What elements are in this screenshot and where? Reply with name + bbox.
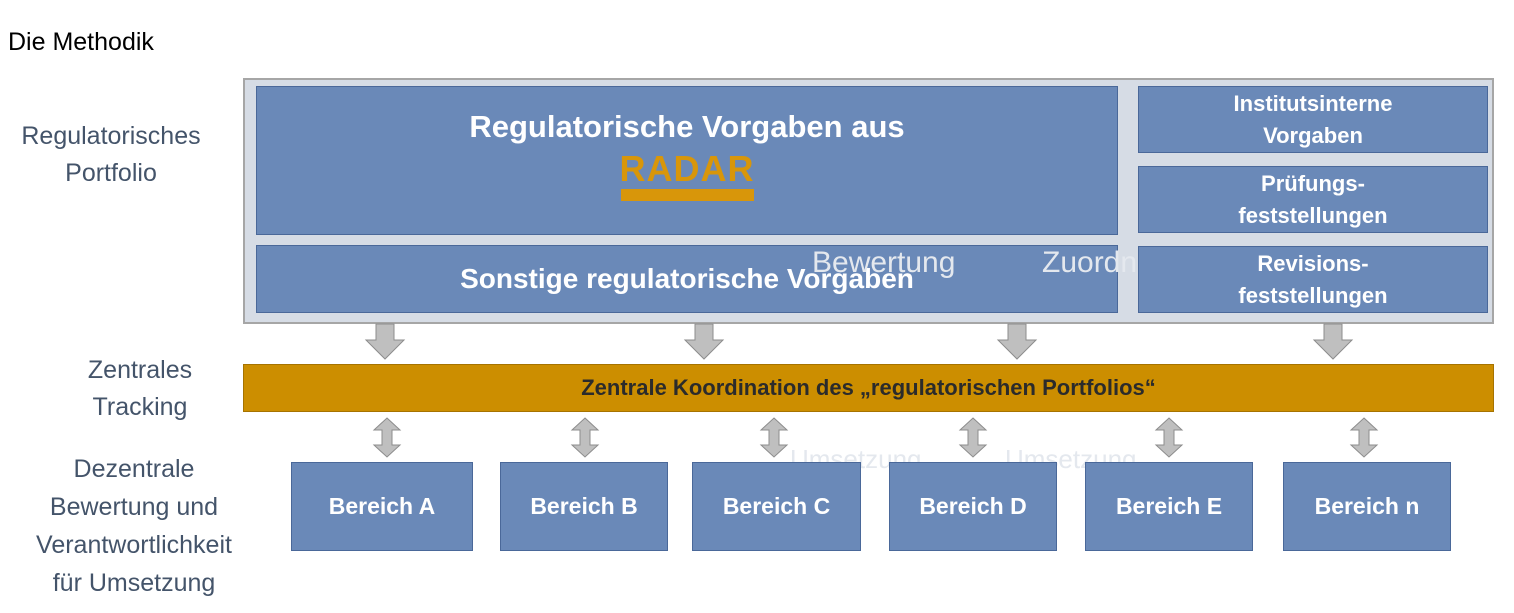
box-line: Prüfungs- [1261, 170, 1365, 196]
bereich-box-b: Bereich B [500, 462, 668, 551]
radar-box-text: Regulatorische Vorgaben aus [469, 108, 905, 144]
bereich-label: Bereich n [1314, 493, 1420, 519]
double-arrow-icon [1349, 417, 1379, 458]
double-arrow-icon [570, 417, 600, 458]
bereich-box-n: Bereich n [1283, 462, 1451, 551]
label-line: Verantwortlichkeit [36, 531, 232, 559]
radar-logo-underline [620, 188, 754, 201]
radar-logo-text: RADAR [619, 147, 755, 189]
label-line: Zentrales [87, 356, 193, 384]
bereich-box-e: Bereich E [1085, 462, 1253, 551]
bereich-box-d: Bereich D [889, 462, 1057, 551]
label-line: Portfolio [65, 159, 157, 187]
box-line: feststellungen [1238, 202, 1388, 228]
zentrale-koordination-band: Zentrale Koordination des „regulatorisch… [243, 364, 1494, 412]
double-arrow-icon [372, 417, 402, 458]
label-line: Tracking [92, 393, 188, 421]
bereich-label: Bereich C [722, 493, 831, 519]
bereich-label: Bereich E [1115, 493, 1223, 519]
label-line: Regulatorisches [21, 122, 201, 150]
double-arrow-icon [759, 417, 789, 458]
box-line: Revisions- [1257, 250, 1369, 276]
label-line: Dezentrale [73, 455, 195, 483]
box-line: Vorgaben [1263, 122, 1363, 148]
pruefungsfeststellungen-box: Prüfungs- feststellungen [1138, 166, 1488, 233]
box-line: feststellungen [1238, 282, 1388, 308]
watermark-text: Bewertung [812, 246, 956, 279]
down-arrow-icon [996, 323, 1038, 360]
label-line: Bewertung und [49, 493, 219, 521]
band-text: Zentrale Koordination des „regulatorisch… [581, 375, 1156, 400]
page-title: Die Methodik [8, 28, 154, 56]
label-zentrales-tracking: Zentrales Tracking [40, 352, 240, 426]
revisionsfeststellungen-box: Revisions- feststellungen [1138, 246, 1488, 313]
double-arrow-icon [1154, 417, 1184, 458]
label-dezentrale-bewertung: Dezentrale Bewertung und Verantwortlichk… [10, 450, 258, 602]
radar-vorgaben-box: Regulatorische Vorgaben aus RADAR [256, 86, 1118, 235]
bereich-label: Bereich D [919, 493, 1027, 519]
label-line: für Umsetzung [52, 569, 216, 597]
double-arrow-icon [958, 417, 988, 458]
bereich-box-c: Bereich C [692, 462, 861, 551]
bereich-box-a: Bereich A [291, 462, 473, 551]
radar-logo: RADAR [619, 147, 755, 201]
down-arrow-icon [364, 323, 406, 360]
bereich-label: Bereich A [328, 493, 436, 519]
institutsinterne-vorgaben-box: Institutsinterne Vorgaben [1138, 86, 1488, 153]
box-line: Institutsinterne [1233, 90, 1393, 116]
sonstige-text: Sonstige regulatorische Vorgaben [460, 263, 914, 294]
down-arrow-icon [683, 323, 725, 360]
label-regulatorisches-portfolio: Regulatorisches Portfolio [8, 118, 214, 192]
down-arrow-icon [1312, 323, 1354, 360]
bereich-label: Bereich B [530, 493, 638, 519]
sonstige-vorgaben-box: Sonstige regulatorische Vorgaben [256, 245, 1118, 313]
